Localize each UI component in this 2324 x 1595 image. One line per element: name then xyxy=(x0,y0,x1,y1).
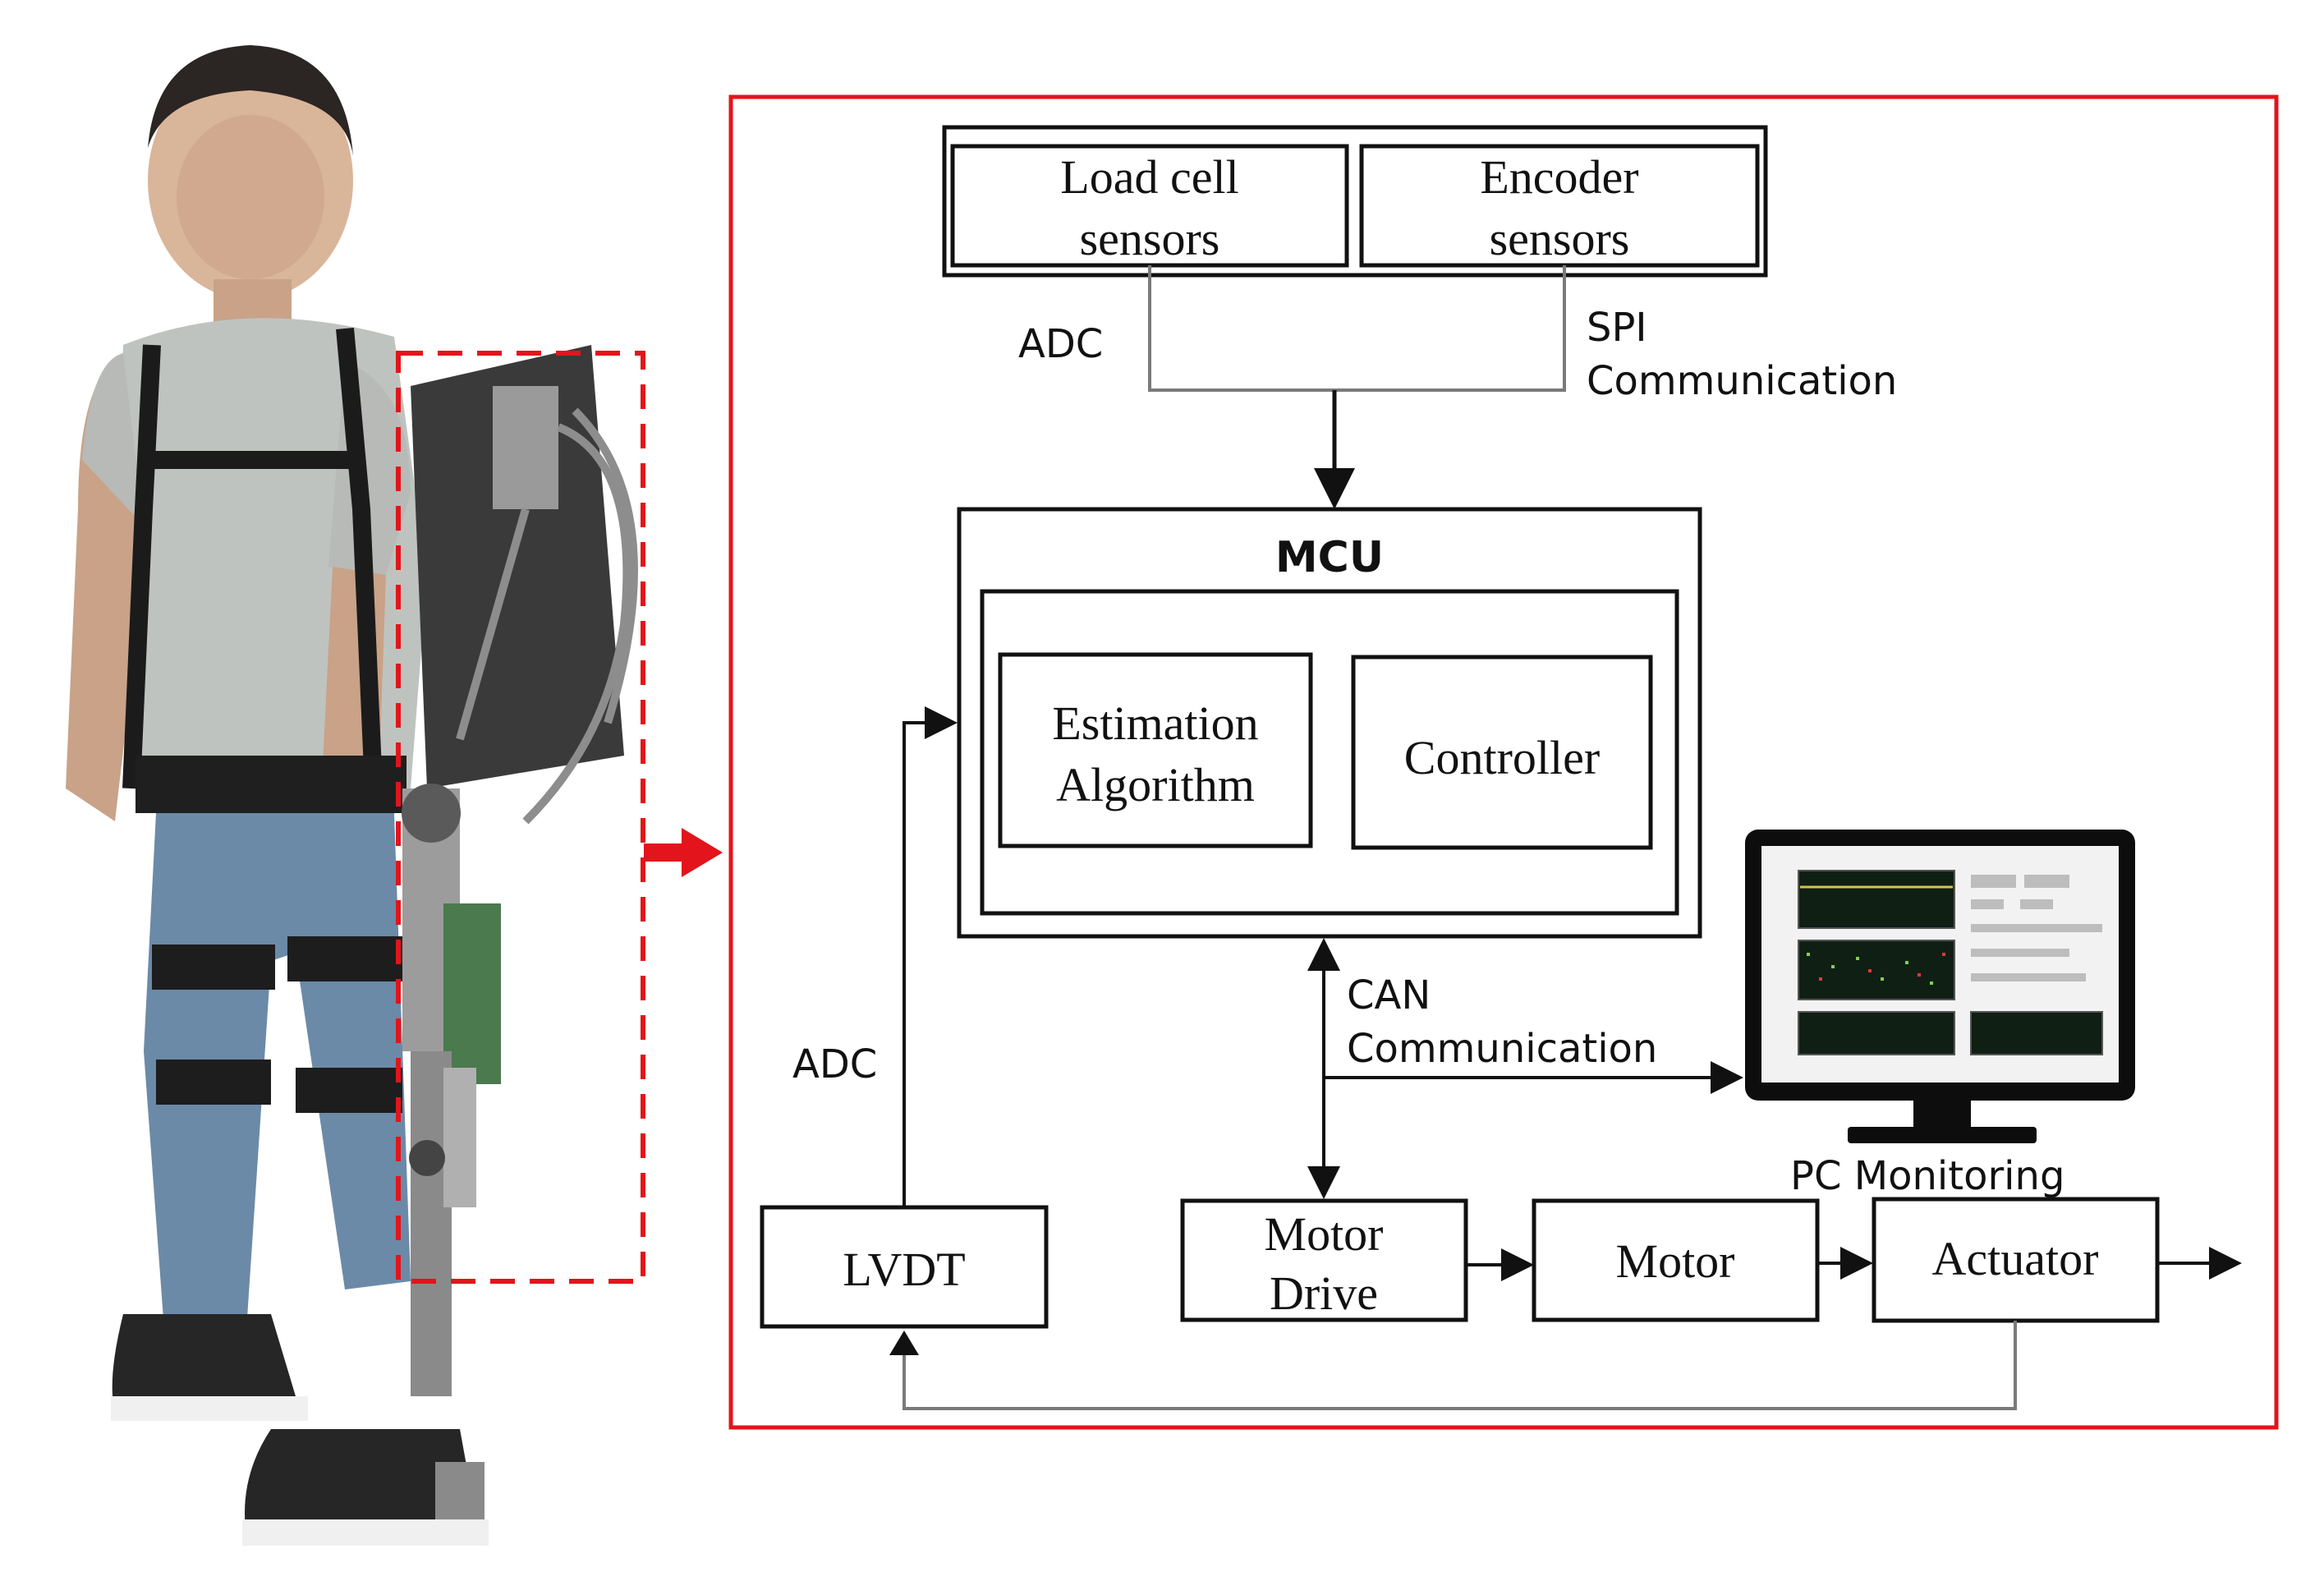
exoskeleton-photo xyxy=(66,45,638,1546)
lvdt-label: LVDT xyxy=(843,1243,965,1296)
spi-label-2: Communication xyxy=(1587,358,1897,404)
motor-drive-block: Motor Drive xyxy=(1180,1198,1468,1322)
mcu-label: MCU xyxy=(1275,533,1384,582)
person-head xyxy=(148,45,353,300)
adc-left-label: ADC xyxy=(792,1041,877,1087)
actuator-to-lvdt-feedback xyxy=(903,1321,2017,1410)
backpack-cables xyxy=(456,407,638,825)
estimation-label-2: Algorithm xyxy=(1056,758,1255,811)
motor-label: Motor xyxy=(1616,1234,1735,1288)
pc-monitoring-label: PC Monitoring xyxy=(1790,1153,2065,1199)
sensor-connector-lines xyxy=(1148,265,1566,392)
adc-top-label: ADC xyxy=(1018,321,1103,367)
backpack-straps xyxy=(122,328,383,789)
load-cell-sensors-block: Load cell sensors xyxy=(950,144,1349,268)
person-shoes xyxy=(111,1314,489,1546)
estimation-algorithm-block: Estimation Algorithm xyxy=(998,652,1313,848)
lvdt-to-mcu-line xyxy=(903,706,958,1207)
mcu-inner-box xyxy=(980,589,1679,916)
waist-belt xyxy=(135,756,406,813)
estimation-label-1: Estimation xyxy=(1052,696,1258,750)
lvdt-block: LVDT xyxy=(760,1205,1049,1329)
leg-straps xyxy=(152,936,402,1113)
controller-label: Controller xyxy=(1404,731,1600,784)
pc-monitor-icon xyxy=(1745,830,2135,1143)
actuator-label: Actuator xyxy=(1932,1232,2099,1285)
motor-drive-label-2: Drive xyxy=(1270,1266,1378,1320)
can-label-2: Communication xyxy=(1347,1026,1657,1072)
motor-drive-label-1: Motor xyxy=(1265,1207,1384,1261)
load-cell-label-2: sensors xyxy=(1080,212,1220,265)
feedback-arrowhead xyxy=(889,1331,919,1355)
sensors-group-box xyxy=(942,125,1768,278)
encoder-sensors-block: Encoder sensors xyxy=(1359,144,1760,268)
load-cell-label-1: Load cell xyxy=(1060,150,1238,204)
diagram-frame xyxy=(728,94,2279,1430)
controller-block: Controller xyxy=(1351,655,1653,850)
exo-leg-linkage xyxy=(402,784,501,1396)
encoder-label-2: sensors xyxy=(1490,212,1630,265)
motor-block: Motor xyxy=(1532,1198,1820,1322)
backpack-frame xyxy=(411,345,624,788)
spi-label-1: SPI xyxy=(1587,305,1647,351)
actuator-block: Actuator xyxy=(1872,1197,2160,1323)
highlight-dashed-box xyxy=(396,351,645,1284)
backpack-motor xyxy=(493,386,558,509)
can-label-1: CAN xyxy=(1347,972,1431,1018)
red-pointer-arrow xyxy=(644,828,723,877)
encoder-label-1: Encoder xyxy=(1480,150,1638,204)
